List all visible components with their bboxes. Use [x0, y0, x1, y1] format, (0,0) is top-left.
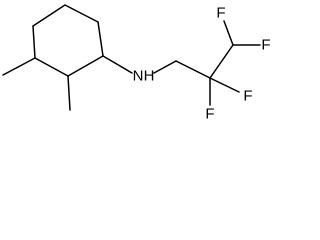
ring-bond: [67, 55, 104, 77]
fluorine-label: F: [216, 5, 225, 22]
ring-bond: [32, 25, 36, 59]
fluorine-label: F: [243, 88, 252, 105]
cf-bond: [223, 20, 234, 46]
ring-to-nitrogen-bond: [102, 55, 133, 74]
fluorine-label: F: [205, 106, 214, 123]
ch2-to-cf2-bond: [175, 60, 211, 79]
nitrogen-label: N: [133, 68, 144, 85]
hydrogen-label: H: [144, 68, 155, 85]
methyl-substituents: [2, 57, 71, 111]
methyl-bond: [67, 75, 71, 111]
methyl-bond: [2, 57, 36, 76]
cf-bond: [209, 77, 240, 93]
cyclohexane-ring: [32, 4, 104, 77]
ring-bond: [64, 4, 99, 23]
ring-bond: [32, 4, 66, 27]
fluorine-bonds: [209, 20, 261, 106]
molecule-structure: N H F F F F: [2, 4, 271, 123]
cf2-to-chf2-bond: [209, 44, 234, 79]
nitrogen-to-ch2-bond: [153, 60, 177, 74]
atom-labels: N H F F F F: [133, 5, 271, 123]
fluorine-label: F: [261, 37, 270, 54]
ring-bond: [34, 57, 69, 77]
ring-bond: [97, 21, 104, 57]
amine-linkage: [102, 44, 234, 79]
